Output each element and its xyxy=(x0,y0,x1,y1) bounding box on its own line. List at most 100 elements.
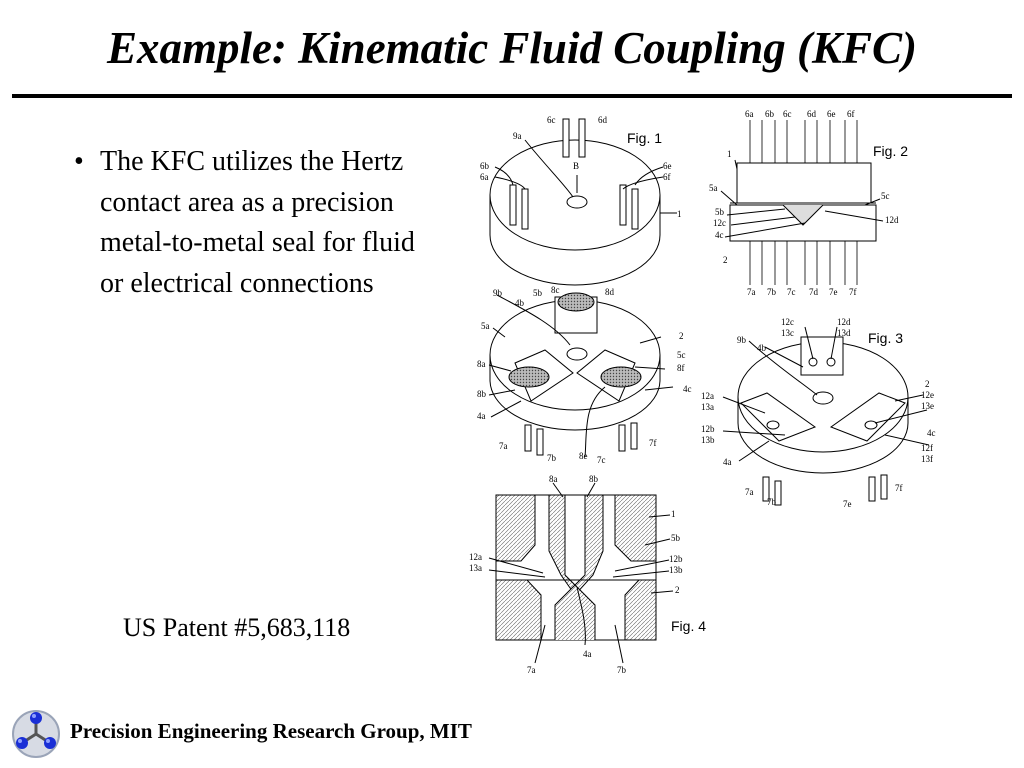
fig3-drawing xyxy=(722,326,930,506)
ref-label: 12c xyxy=(713,218,726,228)
ref-label: 12a xyxy=(701,391,714,401)
fig1-refs: 6c 6d 9a B 6b 6a 6e 6f 1 xyxy=(480,115,682,219)
ref-label: 13b xyxy=(669,565,683,575)
ref-label: 2 xyxy=(675,585,680,595)
fig4-refs: 8a 8b 1 5b 12a 13a 12b 13b 2 4a 7a 7b xyxy=(469,474,683,675)
bullet-icon: • xyxy=(74,146,84,177)
fig3-label: Fig. 3 xyxy=(868,330,903,346)
ref-label: 7f xyxy=(649,438,657,448)
bullet-list: • The KFC utilizes the Hertz contact are… xyxy=(74,142,434,304)
ref-label: 7a xyxy=(745,487,754,497)
ref-label: 4a xyxy=(583,649,592,659)
fig3-refs: 12c 13c 12d 13d 9b 4b 2 12e 13e 12a 13a … xyxy=(701,317,936,509)
ref-label: 12b xyxy=(669,554,683,564)
ref-label: 6d xyxy=(807,109,817,119)
ref-label: 9b xyxy=(737,335,747,345)
bullet-item: • The KFC utilizes the Hertz contact are… xyxy=(74,142,434,304)
patent-number: US Patent #5,683,118 xyxy=(123,613,351,642)
title-divider xyxy=(12,94,1012,98)
ref-label: 7c xyxy=(597,455,606,465)
ref-label: 9b xyxy=(493,288,503,298)
ref-label: 8e xyxy=(579,451,588,461)
ref-label: 7e xyxy=(829,287,838,297)
ref-label: 13e xyxy=(921,401,934,411)
ref-label: 6e xyxy=(663,161,672,171)
fig-middle-refs: 8c 8d 9b 5b 4b 5a 2 5c 8f 8a 8b 4c 4a 7f… xyxy=(477,285,692,465)
ref-label: 13f xyxy=(921,454,933,464)
ref-label: 7d xyxy=(809,287,819,297)
ref-label: 7a xyxy=(527,665,536,675)
ref-label: 12d xyxy=(837,317,851,327)
ref-label: 7f xyxy=(895,483,903,493)
ref-label: 7c xyxy=(787,287,796,297)
ref-label: 13a xyxy=(701,402,714,412)
ref-label: 5a xyxy=(481,321,490,331)
fig1-drawing xyxy=(489,118,677,286)
ref-label: 8b xyxy=(589,474,599,484)
fig4-drawing xyxy=(488,482,674,664)
ref-label: 5c xyxy=(677,350,686,360)
ref-label: 1 xyxy=(671,509,676,519)
ref-label: 6f xyxy=(847,109,855,119)
fig1-label: Fig. 1 xyxy=(627,130,662,146)
ref-label: 7b xyxy=(767,497,777,507)
ref-label: 6c xyxy=(547,115,556,125)
ref-label: 7b xyxy=(547,453,557,463)
ref-label: 2 xyxy=(723,255,728,265)
ref-label: 6d xyxy=(598,115,608,125)
ref-label: 4a xyxy=(723,457,732,467)
ref-label: 4b xyxy=(515,298,525,308)
ref-label: 8f xyxy=(677,363,685,373)
ref-label: 12a xyxy=(469,552,482,562)
ref-label: 6e xyxy=(827,109,836,119)
ref-label: 6a xyxy=(480,172,489,182)
ref-label: 6f xyxy=(663,172,671,182)
footer-organization: Precision Engineering Research Group, MI… xyxy=(70,719,472,743)
ref-label: 9a xyxy=(513,131,522,141)
ref-label: 7b xyxy=(617,665,627,675)
ref-label: 7f xyxy=(849,287,857,297)
ref-label: 13b xyxy=(701,435,715,445)
ref-label: 12f xyxy=(921,443,933,453)
fig4-label: Fig. 4 xyxy=(671,618,706,634)
ref-label: 7e xyxy=(843,499,852,509)
ref-label: 12d xyxy=(885,215,899,225)
ref-label: 8d xyxy=(605,287,615,297)
ref-label: 13a xyxy=(469,563,482,573)
ref-label: 6a xyxy=(745,109,754,119)
patent-figures: 6c 6d 9a B 6b 6a 6e 6f 1 Fig. 1 6a 6b 6c… xyxy=(469,109,936,675)
ref-label: 8a xyxy=(549,474,558,484)
ref-label: 4c xyxy=(683,384,692,394)
ref-label: 8c xyxy=(551,285,560,295)
ref-label: B xyxy=(573,161,579,171)
ref-label: 8a xyxy=(477,359,486,369)
fig2-refs: 6a 6b 6c 6d 6e 6f 1 5a 5b 12c 4c 5c 12d … xyxy=(709,109,899,297)
ref-label: 13c xyxy=(781,328,794,338)
bullet-text: The KFC utilizes the Hertz contact area … xyxy=(100,146,415,299)
ref-label: 12e xyxy=(921,390,934,400)
ref-label: 13d xyxy=(837,328,851,338)
ref-label: 6b xyxy=(480,161,490,171)
ref-label: 5b xyxy=(671,533,681,543)
ref-label: 8b xyxy=(477,389,487,399)
ref-label: 2 xyxy=(679,331,684,341)
ref-label: 5b xyxy=(533,288,543,298)
ref-label: 4c xyxy=(927,428,936,438)
ref-label: 7b xyxy=(767,287,777,297)
ref-label: 4c xyxy=(715,230,724,240)
fig-middle-drawing xyxy=(488,292,674,458)
mit-logo-icon xyxy=(12,710,60,758)
ref-label: 4a xyxy=(477,411,486,421)
ref-label: 6b xyxy=(765,109,775,119)
ref-label: 7a xyxy=(499,441,508,451)
ref-label: 12c xyxy=(781,317,794,327)
ref-label: 5b xyxy=(715,207,725,217)
ref-label: 1 xyxy=(727,149,732,159)
ref-label: 1 xyxy=(677,209,682,219)
fig2-drawing xyxy=(720,120,884,285)
ref-label: 4b xyxy=(757,343,767,353)
ref-label: 12b xyxy=(701,424,715,434)
fig2-label: Fig. 2 xyxy=(873,143,908,159)
ref-label: 5c xyxy=(881,191,890,201)
ref-label: 5a xyxy=(709,183,718,193)
